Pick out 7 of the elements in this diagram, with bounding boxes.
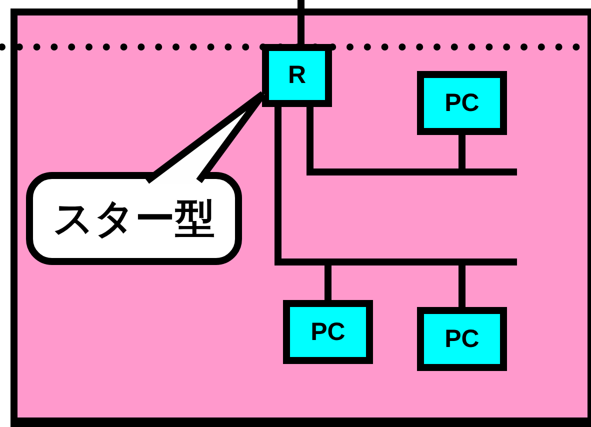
pc-box: PC xyxy=(417,307,507,371)
pc-box: PC xyxy=(283,300,373,364)
pc-box: PC xyxy=(417,71,507,135)
cable-line xyxy=(306,107,466,176)
speech-bubble: スター型 xyxy=(26,172,242,265)
router-box: R xyxy=(262,44,332,107)
cable-line xyxy=(298,0,304,44)
